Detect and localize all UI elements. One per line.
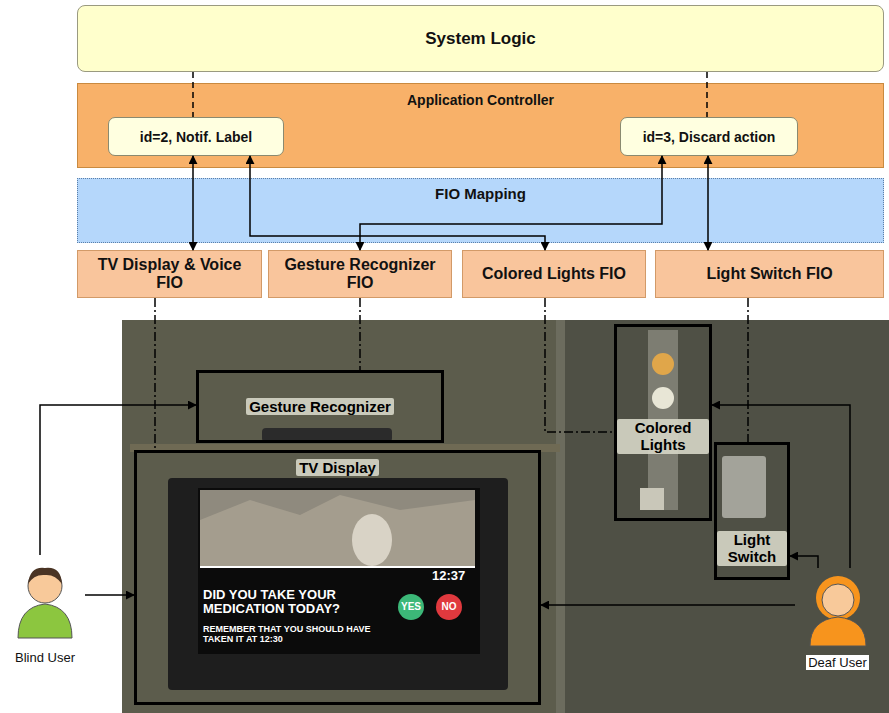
deaf-user-body	[810, 617, 866, 646]
tv-picture	[200, 490, 475, 566]
node-label: Blind User	[13, 650, 77, 665]
node-label: TV Display	[296, 459, 379, 476]
colored-light-yellow	[652, 353, 674, 375]
light-switch-device	[722, 456, 766, 518]
connector	[747, 298, 749, 442]
power-outlet	[640, 488, 664, 510]
yes-button	[398, 594, 424, 620]
device-box: Gesture Recognizer	[196, 370, 444, 443]
node-label: id=2, Notif. Label	[140, 129, 252, 145]
tv-time-rule	[200, 566, 475, 568]
connector	[192, 156, 194, 250]
node-label: Colored Lights	[617, 419, 709, 454]
photo-wall	[565, 320, 889, 713]
fio-box: TV Display & Voice FIO	[77, 250, 262, 298]
tv-picture-rocks	[200, 495, 475, 566]
deaf-user-head	[822, 584, 854, 616]
device-box: TV Display	[134, 450, 541, 705]
gesture-sensor	[262, 428, 392, 442]
device-box: Colored Lights	[614, 324, 712, 521]
screen-text: 12:37	[432, 569, 476, 583]
fio-box: Light Switch FIO	[655, 250, 884, 298]
user-figure: Blind User	[5, 555, 85, 665]
screen-text: YES	[398, 601, 424, 612]
photo-background	[122, 320, 889, 713]
deaf-user-hood	[816, 576, 860, 620]
connector	[541, 604, 795, 606]
system-box: System Logic	[77, 5, 884, 72]
device-box: Light Switch	[714, 442, 790, 580]
connector	[359, 298, 361, 370]
node-label: Light Switch FIO	[706, 265, 832, 283]
colored-light-white	[652, 387, 674, 409]
user-figure: Deaf User	[795, 568, 880, 670]
fio-box: Colored Lights FIO	[462, 250, 646, 298]
node-label: System Logic	[425, 29, 536, 49]
screen-text: REMEMBER THAT YOU SHOULD HAVE TAKEN IT A…	[203, 624, 393, 645]
node-label: Application Controller	[407, 92, 554, 108]
node-label: Gesture Recognizer FIO	[275, 256, 445, 293]
connector	[85, 594, 134, 596]
connector	[40, 405, 196, 555]
tv-picture-figure	[352, 514, 392, 566]
element-box: id=3, Discard action	[620, 117, 798, 156]
screen-text: DID YOU TAKE YOUR MEDICATION TODAY?	[203, 588, 395, 617]
connector	[154, 298, 156, 450]
node-label: id=3, Discard action	[643, 129, 776, 145]
connector	[360, 156, 662, 250]
connector	[790, 556, 818, 568]
node-label: Deaf User	[806, 655, 869, 670]
blind-user-hair	[28, 568, 62, 584]
blind-user-body	[18, 604, 72, 638]
mapping-band: FIO Mapping	[77, 178, 884, 243]
connector	[250, 156, 545, 250]
photo-door-frame	[556, 320, 565, 713]
screen-text: NO	[436, 601, 462, 612]
node-label: Gesture Recognizer	[246, 398, 394, 415]
connector	[712, 405, 850, 568]
connector	[545, 298, 614, 432]
fio-box: Gesture Recognizer FIO	[268, 250, 452, 298]
controller-band: Application Controller id=2, Notif. Label…	[77, 83, 884, 168]
node-label: TV Display & Voice FIO	[84, 256, 255, 293]
node-label: FIO Mapping	[435, 185, 526, 202]
connector	[192, 72, 194, 117]
tv-screen	[198, 488, 480, 654]
tv-frame	[168, 478, 508, 690]
connector	[707, 156, 709, 250]
node-label: Light Switch	[717, 531, 787, 566]
element-box: id=2, Notif. Label	[108, 117, 284, 156]
connector	[706, 72, 708, 117]
no-button	[436, 594, 462, 620]
node-label: Colored Lights FIO	[482, 265, 626, 283]
